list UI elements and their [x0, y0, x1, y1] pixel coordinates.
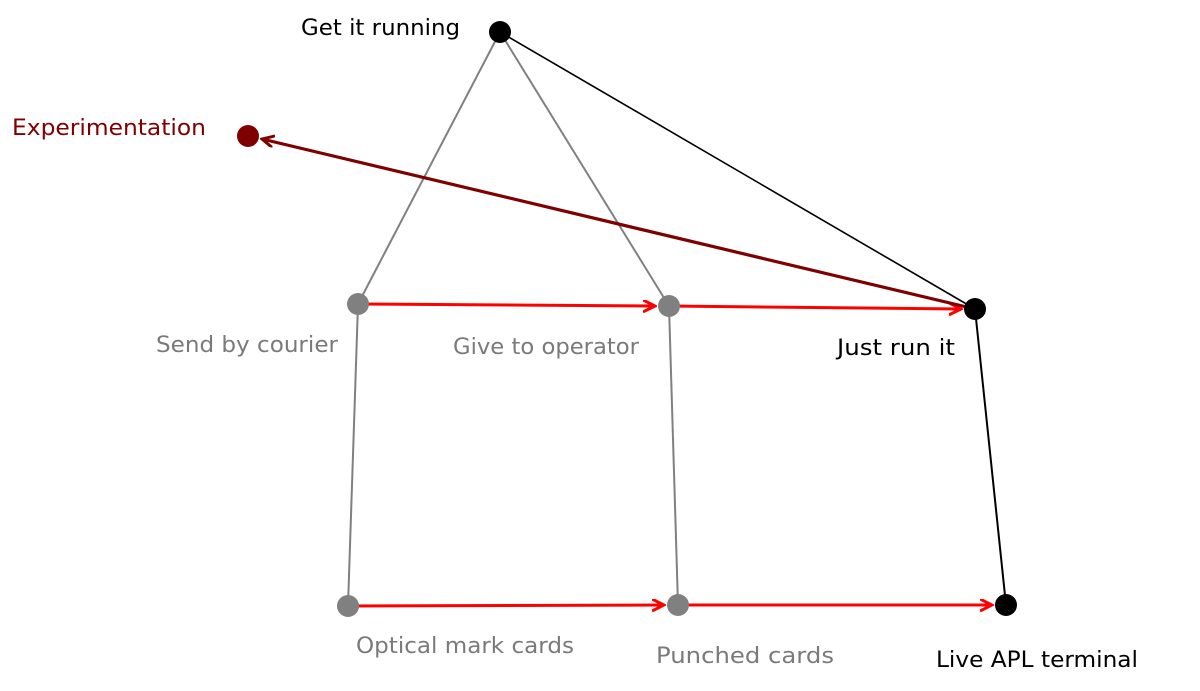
label-send-by-courier: Send by courier [156, 333, 339, 358]
node-punched-cards [667, 594, 689, 616]
edge-get-running-to-give-operator [499, 31, 670, 307]
arrow-give-operator-to-just-run [668, 306, 961, 309]
node-get-it-running [489, 21, 511, 43]
node-experimentation [237, 125, 259, 147]
label-experimentation: Experimentation [12, 116, 206, 141]
edge-give-operator-to-punched [668, 305, 679, 606]
arrow-send-courier-to-give-operator [357, 304, 655, 306]
node-live-apl-terminal [995, 594, 1017, 616]
arrow-optical-mark-to-punched [347, 605, 664, 606]
label-live-apl-terminal: Live APL terminal [936, 648, 1138, 673]
edge-get-running-to-just-run [499, 31, 976, 310]
label-get-it-running: Get it running [301, 16, 460, 41]
label-punched-cards: Punched cards [656, 644, 834, 669]
label-give-to-operator: Give to operator [453, 335, 640, 360]
edge-just-run-to-live-apl [974, 308, 1007, 606]
edge-get-running-to-send-courier [357, 31, 501, 305]
node-send-by-courier [347, 293, 369, 315]
node-just-run-it [964, 298, 986, 320]
node-give-to-operator [658, 295, 680, 317]
label-optical-mark-cards: Optical mark cards [356, 634, 574, 659]
label-just-run-it: Just run it [835, 336, 956, 361]
edge-send-courier-to-optical-mark [347, 303, 359, 607]
arrow-just-run-to-experimentation [262, 139, 976, 311]
node-optical-mark-cards [337, 595, 359, 617]
